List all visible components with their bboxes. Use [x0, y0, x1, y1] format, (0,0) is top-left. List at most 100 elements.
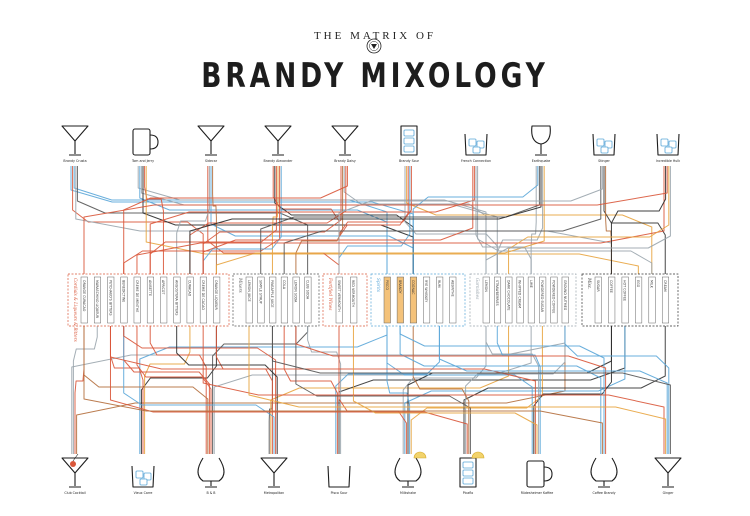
ingredient-label: WHIPPED CREAM — [518, 280, 522, 308]
ingredient-label: CREME DE MENTHE — [135, 280, 139, 312]
route-lines — [70, 166, 671, 454]
route-line — [410, 326, 543, 454]
group-frame — [370, 273, 466, 327]
ingredient-label: LEMON — [484, 280, 488, 292]
ingredient-tile — [561, 276, 569, 324]
cocktail-name: Incredible Hulk — [656, 159, 680, 163]
route-line — [72, 326, 98, 454]
martini-glass-icon — [260, 457, 288, 474]
group-label: Fortified Wines — [328, 277, 333, 310]
ingredient-tile — [280, 276, 288, 324]
route-line — [338, 166, 409, 274]
route-line — [260, 166, 540, 274]
route-line — [477, 166, 653, 274]
route-line — [406, 166, 653, 274]
ingredient-label: POWDERED SUGAR — [540, 280, 544, 313]
group-label: Misc. — [587, 277, 592, 289]
ingredient-tile — [160, 276, 168, 324]
group-frame — [67, 273, 230, 327]
route-line — [123, 166, 281, 274]
crest-icon — [366, 38, 382, 54]
route-line — [145, 166, 639, 274]
ingredient-label: MARASCHINO LIQUEUR — [95, 280, 99, 319]
ingredient-label: PISCO — [385, 280, 389, 290]
rocks-glass-icon — [656, 133, 680, 156]
route-line — [564, 326, 670, 454]
mug-icon — [132, 128, 151, 156]
ingredient-group: Fortified Wines SWEET VERMOUTH RED VERMOUT… — [322, 273, 368, 327]
route-line — [283, 166, 602, 274]
route-line — [70, 166, 414, 274]
cocktail-name: Pisco Sour — [331, 491, 348, 495]
cocktail-bottom: Ginger — [654, 457, 682, 495]
route-line — [248, 326, 667, 454]
ingredient-label: SIMPLE SYRUP — [259, 280, 263, 304]
lemon-icon — [413, 451, 427, 459]
cocktail-name: Coffee Brandy — [592, 491, 615, 495]
route-line — [412, 326, 470, 454]
snifter-glass-icon — [394, 457, 422, 482]
ingredient-label: ORANGE CURACAO — [82, 280, 86, 312]
group-frame — [469, 273, 577, 327]
ingredient-tile — [436, 276, 444, 324]
cocktail-bottom: Rüdesheimer Kaffee — [521, 460, 554, 495]
ingredient-label: CLUB SODA — [305, 280, 309, 300]
route-line — [140, 326, 217, 454]
martini-glass-icon — [331, 125, 359, 142]
group-label: Cordials & Liqueurs & Bitters — [73, 278, 78, 342]
cocktail-top: Brandy Crusta — [61, 125, 89, 163]
route-line — [83, 166, 668, 274]
cocktail-name: Earthquake — [532, 159, 551, 163]
ingredient-label: SWEET VERMOUTH — [337, 280, 341, 312]
ingredient-label: STRAWBERRIES — [495, 280, 499, 306]
route-line — [202, 166, 342, 274]
route-line — [463, 326, 666, 454]
ingredient-tile — [93, 276, 101, 324]
route-line — [465, 326, 566, 454]
ingredient-label: RED VERMOUTH — [351, 280, 355, 307]
route-line — [338, 326, 626, 454]
cocktail-name: Ginger — [663, 491, 674, 495]
ingredient-label: ORANGE LIQUEUR — [214, 280, 218, 310]
ingredient-label: DARK CHOCOLATE — [506, 280, 510, 311]
route-line — [530, 166, 537, 274]
route-line — [295, 326, 471, 454]
route-line — [123, 326, 277, 454]
cocktail-top: French Connection — [461, 133, 491, 163]
ingredient-tile — [661, 276, 669, 324]
cocktail-name: Brandy Sour — [399, 159, 420, 163]
group-label: Mixers — [238, 277, 243, 293]
cocktail-name: Sidecar — [205, 159, 218, 163]
route-line — [176, 166, 210, 274]
route-line — [307, 326, 342, 454]
ingredient-tile — [173, 276, 181, 324]
cocktail-name: Milkshake — [400, 491, 416, 495]
ingredient-tile — [423, 276, 431, 324]
cocktail-name: Brandy Daisy — [334, 159, 356, 163]
ingredient-label: HOT COFFEE — [623, 280, 627, 301]
cocktail-name: Rüdesheimer Kaffee — [521, 491, 554, 495]
cocktail-name: Brandy Alexander — [264, 159, 294, 163]
group-label: Spirits — [376, 278, 381, 292]
route-line — [610, 166, 667, 274]
route-line — [215, 326, 273, 454]
cocktail-bottom: Club Cocktail — [61, 453, 89, 495]
cocktail-bottom: B & B — [197, 457, 225, 495]
cocktail-top: Tom and Jerry — [132, 128, 159, 163]
route-line — [71, 326, 566, 454]
ingredient-label: ANGOSTURA BITTERS — [174, 280, 178, 316]
ingredient-label: PINEAPPLE JUICE — [270, 280, 274, 307]
poster-subtitle: THE MATRIX OF — [313, 30, 437, 42]
wine-glass-icon — [531, 125, 551, 145]
ingredient-label: MILK — [650, 280, 654, 289]
ingredient-label: COLA — [282, 280, 286, 290]
route-line — [123, 326, 275, 454]
route-line — [271, 326, 671, 454]
ingredient-tile — [199, 276, 207, 324]
ingredient-label: CURACAO — [188, 280, 192, 297]
group-frame — [322, 273, 368, 327]
route-line — [149, 166, 475, 274]
